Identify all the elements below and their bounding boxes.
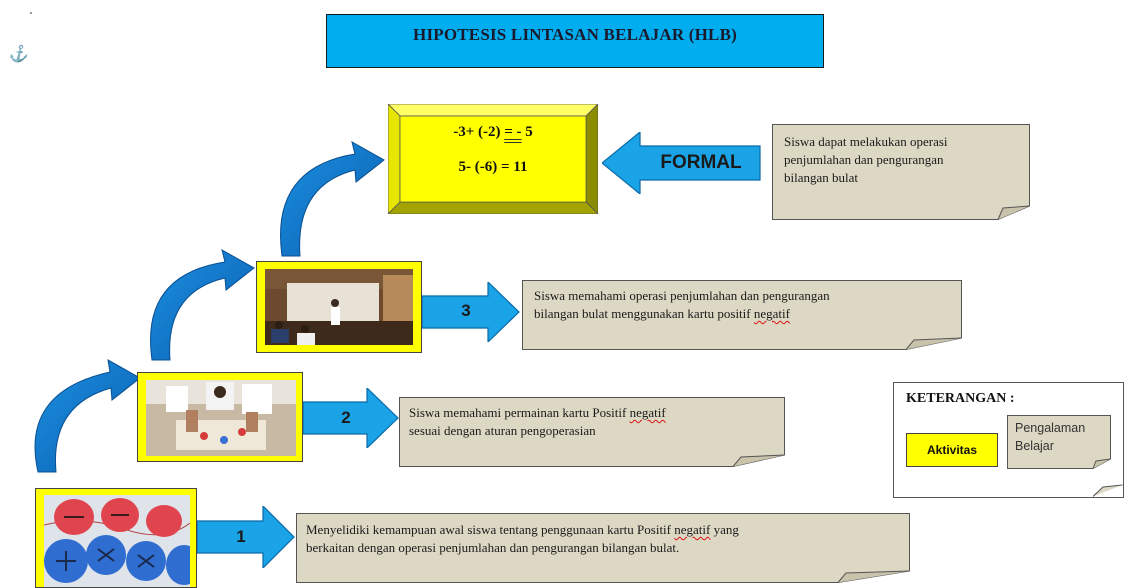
legend-activity-swatch: Aktivitas: [906, 433, 998, 467]
formal-note: Siswa dapat melakukan operasi penjumlaha…: [772, 124, 1030, 220]
curve-arrow-3: [280, 140, 385, 257]
legend-title: KETERANGAN :: [906, 391, 1015, 406]
step-3-arrow: 3: [422, 282, 520, 342]
legend-experience-label: Pengalaman: [1015, 421, 1086, 435]
corner-dot: [30, 12, 32, 14]
step-1-arrow: 1: [197, 506, 295, 568]
legend-experience-label: Belajar: [1015, 439, 1054, 453]
step-3-note-line: bilangan bulat menggunakan kartu positif…: [534, 306, 790, 321]
formal-equation-1: -3+ (-2) = - 5: [453, 124, 533, 140]
curve-arrow-2: [150, 248, 255, 361]
step-1-number: 1: [236, 527, 246, 546]
page-title: HIPOTESIS LINTASAN BELAJAR (HLB): [413, 25, 737, 44]
curve-arrow-1: [34, 359, 141, 473]
legend-fold-icon: [1093, 484, 1123, 497]
positive-negative-cards-photo: [44, 495, 190, 587]
step-2-number: 2: [341, 408, 351, 427]
step-2-arrow: 2: [303, 388, 399, 448]
step-1-photo: [35, 488, 197, 588]
step-3-number: 3: [461, 301, 471, 320]
step-2-note-line: sesuai dengan aturan pengoperasian: [409, 423, 596, 438]
formal-note-line: bilangan bulat: [784, 170, 859, 185]
title-box: HIPOTESIS LINTASAN BELAJAR (HLB): [326, 14, 824, 68]
formal-note-line: penjumlahan dan pengurangan: [784, 152, 944, 167]
step-2-photo: [137, 372, 303, 462]
step-3-note: Siswa memahami operasi penjumlahan dan p…: [522, 280, 962, 350]
legend-experience-swatch: Pengalaman Belajar: [1007, 415, 1111, 469]
step-2-note: Siswa memahami permainan kartu Positif n…: [399, 397, 785, 467]
card-game-photo: [146, 380, 296, 456]
formal-note-line: Siswa dapat melakukan operasi: [784, 134, 948, 149]
step-3-photo: [256, 261, 422, 353]
step-3-note-line: Siswa memahami operasi penjumlahan dan p…: [534, 288, 830, 303]
formal-box: -3+ (-2) = - 5 5- (-6) = 11: [388, 104, 598, 214]
step-1-note: Menyelidiki kemampuan awal siswa tentang…: [296, 513, 910, 583]
step-2-note-line: Siswa memahami permainan kartu Positif n…: [409, 405, 666, 420]
classroom-board-photo: [265, 269, 413, 345]
legend: KETERANGAN : Aktivitas Pengalaman Belaja…: [893, 382, 1124, 498]
formal-equation-2: 5- (-6) = 11: [458, 159, 528, 175]
formal-arrow-label: FORMAL: [660, 152, 742, 173]
step-1-note-line: berkaitan dengan operasi penjumlahan dan…: [306, 540, 680, 555]
step-1-note-line: Menyelidiki kemampuan awal siswa tentang…: [306, 522, 739, 537]
formal-arrow: FORMAL: [602, 132, 762, 194]
anchor-glyph-icon: ⚓: [8, 46, 28, 63]
